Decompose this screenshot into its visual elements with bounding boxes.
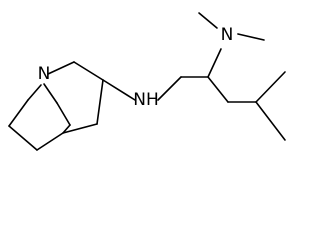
molecule-canvas: N NH N <box>8 12 286 151</box>
bond-n1-c8 <box>43 83 58 104</box>
bond-n-methyl-left <box>198 12 218 29</box>
bond-chiso-me-bottom <box>255 101 286 141</box>
atom-label-quinuclidine-n: N <box>38 64 51 84</box>
bond-c6-c7 <box>8 99 29 127</box>
bond-c4-c10 <box>62 123 98 134</box>
structure-diagram: N NH N <box>8 12 286 151</box>
atom-label-amine-nh: NH <box>133 90 159 110</box>
bond-c2-c3 <box>73 61 104 81</box>
bond-ch-n <box>207 48 222 78</box>
bond-c10-c3 <box>96 79 104 125</box>
bond-n-methyl-right <box>237 33 265 41</box>
bond-c8-c9 <box>56 102 71 126</box>
bond-c9-c4 <box>62 124 71 134</box>
bond-c3-nh <box>102 79 136 101</box>
bond-c7-c5 <box>8 125 38 151</box>
bond-nh-ch2 <box>157 76 182 101</box>
quinuclidine-ring <box>8 61 104 151</box>
bond-c5-c4 <box>36 132 64 151</box>
bond-n1-c2 <box>47 61 75 75</box>
atom-labels: N NH N <box>38 25 234 110</box>
bond-n1-c6 <box>27 84 42 101</box>
side-chain <box>102 12 286 141</box>
atom-label-dimethylamino-n: N <box>221 25 234 45</box>
bond-ch-ch2b <box>207 76 229 103</box>
bond-chiso-me-top <box>255 71 286 103</box>
